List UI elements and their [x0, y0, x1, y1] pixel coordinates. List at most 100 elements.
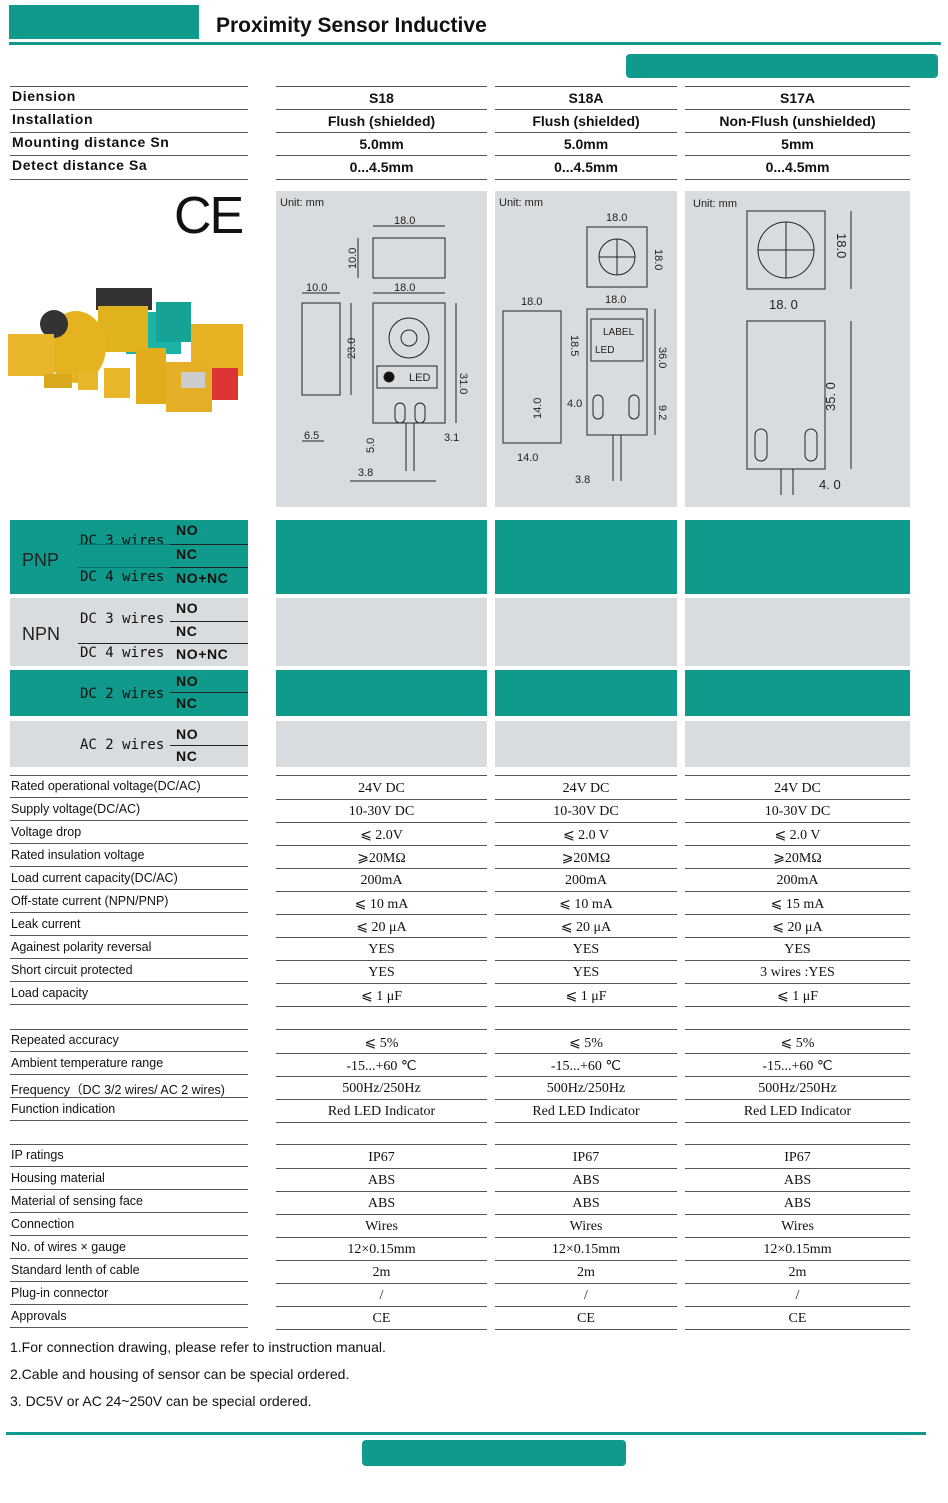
spec-label: Material of sensing face [11, 1194, 144, 1208]
spec-value: YES [572, 965, 600, 980]
spec-value: ⩽ 2.0 V [774, 828, 821, 843]
spec-value: 3 wires :YES [760, 965, 835, 980]
pnp-label-block [10, 520, 248, 594]
wiring-pnp-s18a [495, 520, 677, 594]
svg-text:LED: LED [595, 345, 614, 356]
spec-value: ⩾20MΩ [357, 851, 406, 866]
top-row-value: S18 [369, 90, 394, 106]
spec-value: ABS [572, 1173, 600, 1188]
svg-text:LED: LED [409, 372, 430, 384]
spec-value: Red LED Indicator [743, 1104, 852, 1119]
spec-value: IP67 [572, 1150, 600, 1165]
spec-value: CE [577, 1311, 595, 1326]
svg-text:31.0: 31.0 [457, 373, 469, 394]
svg-text:23.0: 23.0 [346, 338, 358, 359]
spec-value: 200mA [776, 873, 819, 888]
spec-value: Red LED Indicator [532, 1104, 640, 1119]
spec-value: YES [368, 942, 395, 957]
top-row-value: Flush (shielded) [327, 113, 436, 129]
spec-value: ⩽ 1 μF [360, 989, 403, 1004]
top-row-value: S18A [568, 90, 604, 106]
npn-dc4: DC 4 wires [80, 645, 165, 661]
header-tab [626, 54, 938, 78]
wiring-dc2-s18 [276, 670, 487, 716]
drawing-panel-s17a [685, 191, 910, 507]
page-title: Proximity Sensor Inductive [216, 14, 487, 37]
spec-label: Short circuit protected [11, 963, 133, 977]
spec-label: Approvals [11, 1309, 67, 1323]
spec-value: ⩽ 10 mA [559, 897, 613, 912]
spec-value: 10-30V DC [553, 804, 619, 819]
spec-label: Off-state current (NPN/PNP) [11, 894, 169, 908]
svg-text:LABEL: LABEL [603, 327, 635, 338]
spec-value: ABS [783, 1173, 812, 1188]
top-row-label: Installation [12, 111, 94, 127]
spec-value: 12×0.15mm [763, 1242, 832, 1257]
photo-connector [96, 288, 152, 310]
ac2-no: NO [176, 726, 199, 742]
wiring-dc2-s17a [685, 670, 910, 716]
wiring-ac2-s17a [685, 721, 910, 767]
ce-mark: CE [174, 187, 244, 245]
spec-value: ⩽ 2.0V [360, 828, 403, 843]
spec-value: 500Hz/250Hz [342, 1081, 421, 1096]
spec-value: CE [372, 1311, 391, 1326]
spec-value: 2m [788, 1265, 807, 1280]
spec-value: 500Hz/250Hz [758, 1081, 837, 1096]
spec-value: ⩾20MΩ [561, 851, 611, 866]
svg-text:10.0: 10.0 [347, 248, 359, 269]
svg-text:18.0: 18.0 [521, 296, 542, 308]
spec-value: 2m [372, 1265, 391, 1280]
drawing-s17a: Unit: mm 18.0 18. 0 35. 0 4. 0 [693, 198, 852, 495]
spec-value: ⩽ 1 μF [776, 989, 819, 1004]
spec-value: ⩽ 15 mA [770, 897, 825, 912]
dc2-no: NO [176, 673, 199, 689]
spec-label: IP ratings [11, 1148, 64, 1162]
spec-label: Plug-in connector [11, 1286, 109, 1300]
spec-value: ⩾20MΩ [773, 851, 822, 866]
svg-text:5.0: 5.0 [365, 438, 377, 453]
spec-value: -15...+60 ℃ [550, 1059, 622, 1074]
spec-value: ABS [367, 1173, 396, 1188]
svg-text:18.0: 18.0 [652, 249, 664, 270]
svg-text:Unit: mm: Unit: mm [693, 198, 737, 210]
drawing-s18: Unit: mm 18.0 10.0 10.0 18.0 23.0 31.0 L… [280, 197, 469, 482]
spec-label: Leak current [11, 917, 81, 931]
spec-value: Wires [365, 1219, 398, 1234]
spec-value: YES [368, 965, 395, 980]
spec-value: ⩽ 2.0 V [562, 828, 610, 843]
spec-value: ⩽ 1 μF [565, 989, 607, 1004]
dc2-block [10, 670, 248, 716]
spec-value: YES [572, 942, 600, 957]
spec-label: Standard lenth of cable [11, 1263, 140, 1277]
spec-value: Wires [569, 1219, 603, 1234]
unit-label: Unit: mm [280, 197, 324, 209]
wiring-npn-s18 [276, 598, 487, 666]
svg-text:4. 0: 4. 0 [819, 477, 841, 492]
spec-label: Rated insulation voltage [11, 848, 145, 862]
spec-value: ⩽ 5% [569, 1036, 603, 1051]
svg-text:3.1: 3.1 [444, 432, 459, 444]
spec-label: Supply voltage(DC/AC) [11, 802, 141, 816]
spec-value: ABS [572, 1196, 600, 1211]
svg-text:18.0: 18.0 [394, 282, 415, 294]
svg-text:18.0: 18.0 [834, 233, 849, 258]
spec-value: ⩽ 10 mA [354, 897, 409, 912]
pnp-label: PNP [22, 550, 60, 570]
npn-no: NO [176, 600, 199, 616]
spec-value: Red LED Indicator [327, 1104, 436, 1119]
svg-text:3.8: 3.8 [575, 474, 590, 486]
ac2-nc: NC [176, 748, 198, 764]
spec-value: ABS [783, 1196, 812, 1211]
spec-value: 200mA [565, 873, 607, 888]
spec-value: ⩽ 20 μA [356, 920, 407, 935]
dc2-nc: NC [176, 695, 198, 711]
svg-text:36.0: 36.0 [656, 347, 668, 368]
top-row-value: 5.0mm [359, 136, 404, 152]
top-row-value: 5mm [781, 136, 814, 152]
spec-value: YES [784, 942, 811, 957]
spec-value: ⩽ 20 μA [772, 920, 823, 935]
spec-label: No. of wires × gauge [11, 1240, 126, 1254]
spec-label: Load capacity [11, 986, 89, 1000]
spec-value: ⩽ 5% [780, 1036, 815, 1051]
